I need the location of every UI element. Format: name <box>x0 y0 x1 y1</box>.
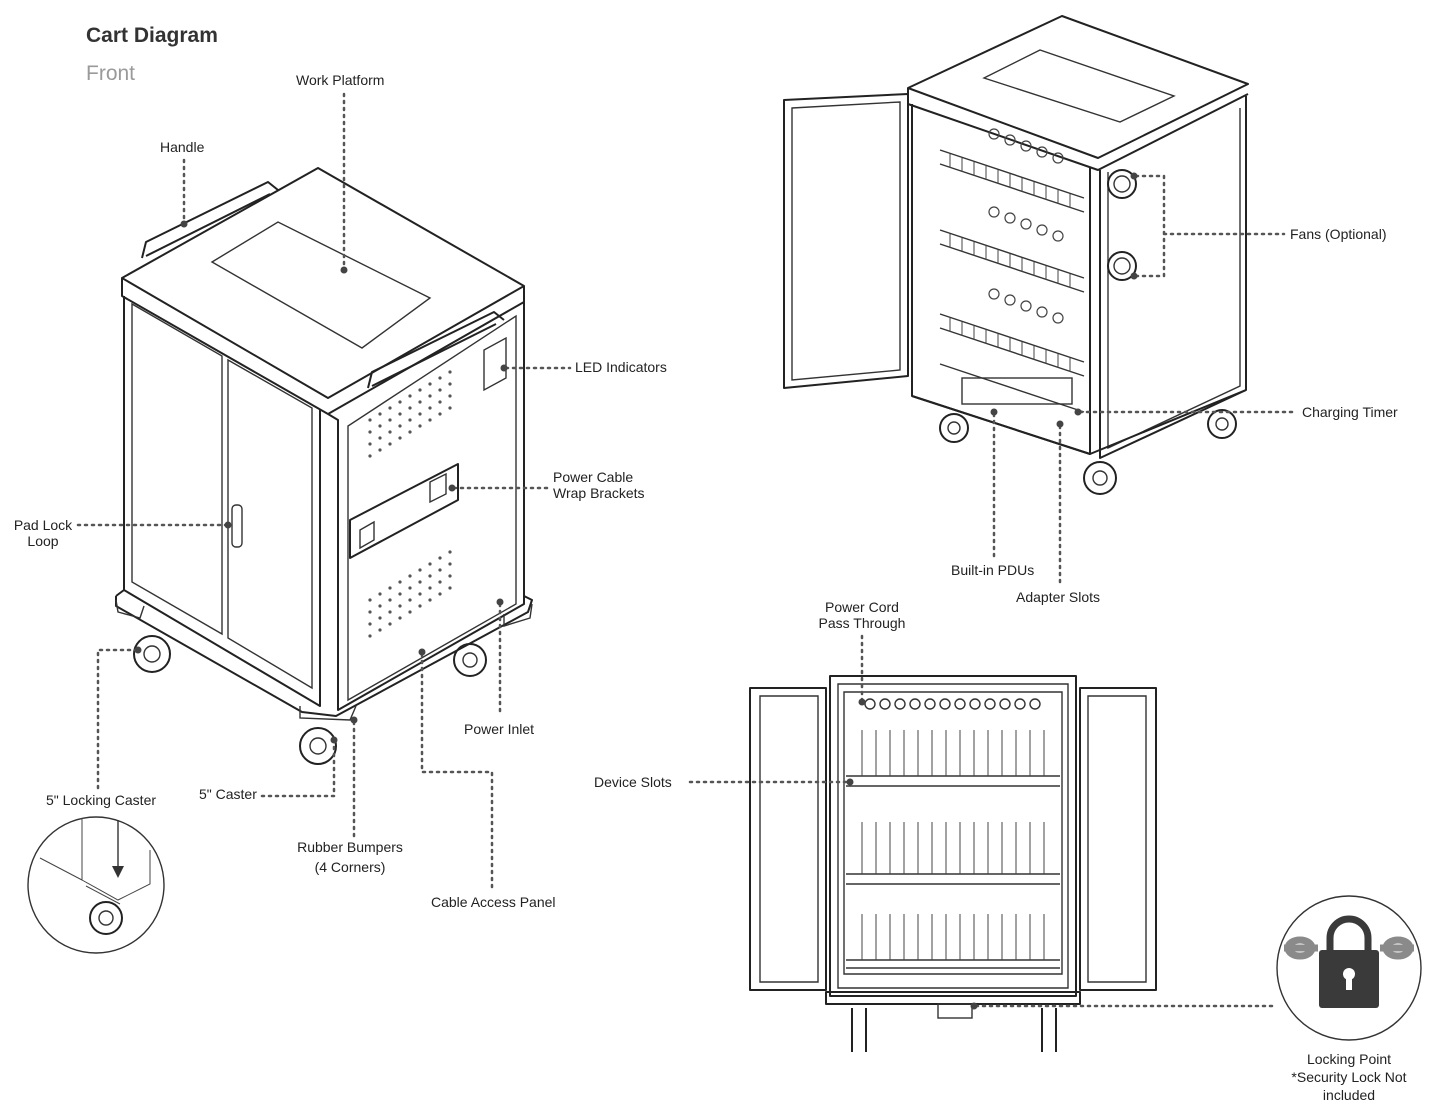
label-charging-timer: Charging Timer <box>1302 404 1398 420</box>
label-pad-lock-line1: Pad Lock <box>13 517 73 533</box>
fan-bottom <box>1107 251 1137 281</box>
open-cart-caster-left <box>939 413 969 443</box>
left-caster <box>133 635 171 673</box>
label-device-slots: Device Slots <box>594 774 672 790</box>
vent-holes-top <box>368 370 452 458</box>
open-cart-caster-right <box>1207 409 1237 439</box>
right-caster <box>453 643 487 677</box>
front-view-casters <box>851 1008 1057 1052</box>
open-cart-side <box>1099 96 1247 459</box>
label-power-cable-line1: Power Cable <box>553 469 634 485</box>
security-lock-inset <box>1276 895 1422 1041</box>
left-door <box>131 302 223 636</box>
side-face <box>327 302 525 711</box>
fan-top <box>1107 169 1137 199</box>
front-view-cart-illustration <box>749 675 1422 1052</box>
front-cart-illustration <box>27 167 533 954</box>
page-title: Cart Diagram <box>86 24 218 47</box>
interior-shelves <box>939 128 1085 413</box>
open-cart-top <box>907 15 1249 159</box>
label-locking-point-line2: *Security Lock Not <box>1291 1069 1407 1085</box>
bumper-front <box>299 705 357 721</box>
label-adapter-slots: Adapter Slots <box>1016 589 1101 605</box>
base-frame <box>115 589 533 717</box>
callout-leaders <box>76 92 1298 1010</box>
page-subtitle: Front <box>86 62 136 85</box>
label-rubber-bumpers-line2: (4 Corners) <box>314 859 386 875</box>
cord-pass-through-holes <box>864 698 1041 710</box>
chain-icon <box>1284 936 1414 960</box>
label-power-inlet: Power Inlet <box>464 721 535 737</box>
padlock-icon <box>1319 915 1379 1008</box>
label-power-cord-line1: Power Cord <box>825 599 899 615</box>
front-view-body <box>829 675 1077 997</box>
label-handle: Handle <box>160 139 205 155</box>
label-work-platform: Work Platform <box>296 72 385 88</box>
cable-wrap-panel <box>349 463 459 559</box>
label-cable-access-panel: Cable Access Panel <box>431 894 556 910</box>
label-led-indicators: LED Indicators <box>575 359 667 375</box>
led-panel <box>483 336 507 392</box>
label-fans: Fans (Optional) <box>1290 226 1387 242</box>
pdu-strip <box>961 377 1073 405</box>
label-power-cable-line2: Wrap Brackets <box>553 485 645 501</box>
label-rubber-bumpers-line1: Rubber Bumpers <box>297 839 403 855</box>
platform-recess <box>210 221 432 349</box>
label-locking-point-line3: included <box>1322 1087 1376 1103</box>
open-left-door <box>783 93 909 389</box>
front-view-right-door <box>1079 687 1157 991</box>
right-door <box>227 358 313 690</box>
label-pad-lock-line2: Loop <box>27 533 59 549</box>
work-platform <box>121 167 525 399</box>
front-view-left-door <box>749 687 827 991</box>
label-built-in-pdus: Built-in PDUs <box>951 562 1035 578</box>
pad-lock-loop <box>231 504 243 548</box>
open-cart-illustration <box>783 15 1249 495</box>
label-locking-point-line1: Locking Point <box>1306 1051 1392 1067</box>
vent-holes-bottom <box>368 550 452 638</box>
locking-point-bracket <box>937 1003 973 1019</box>
label-locking-caster: 5" Locking Caster <box>46 792 157 808</box>
label-caster: 5" Caster <box>199 786 257 802</box>
locking-caster-inset <box>27 816 165 954</box>
bumper-right <box>503 603 533 627</box>
left-handle <box>141 181 279 259</box>
right-handle <box>367 311 505 389</box>
open-cart-caster-front <box>1083 461 1117 495</box>
label-power-cord-line2: Pass Through <box>818 615 906 631</box>
front-face <box>123 296 321 707</box>
front-caster <box>299 727 337 765</box>
bumper-left <box>115 599 145 619</box>
